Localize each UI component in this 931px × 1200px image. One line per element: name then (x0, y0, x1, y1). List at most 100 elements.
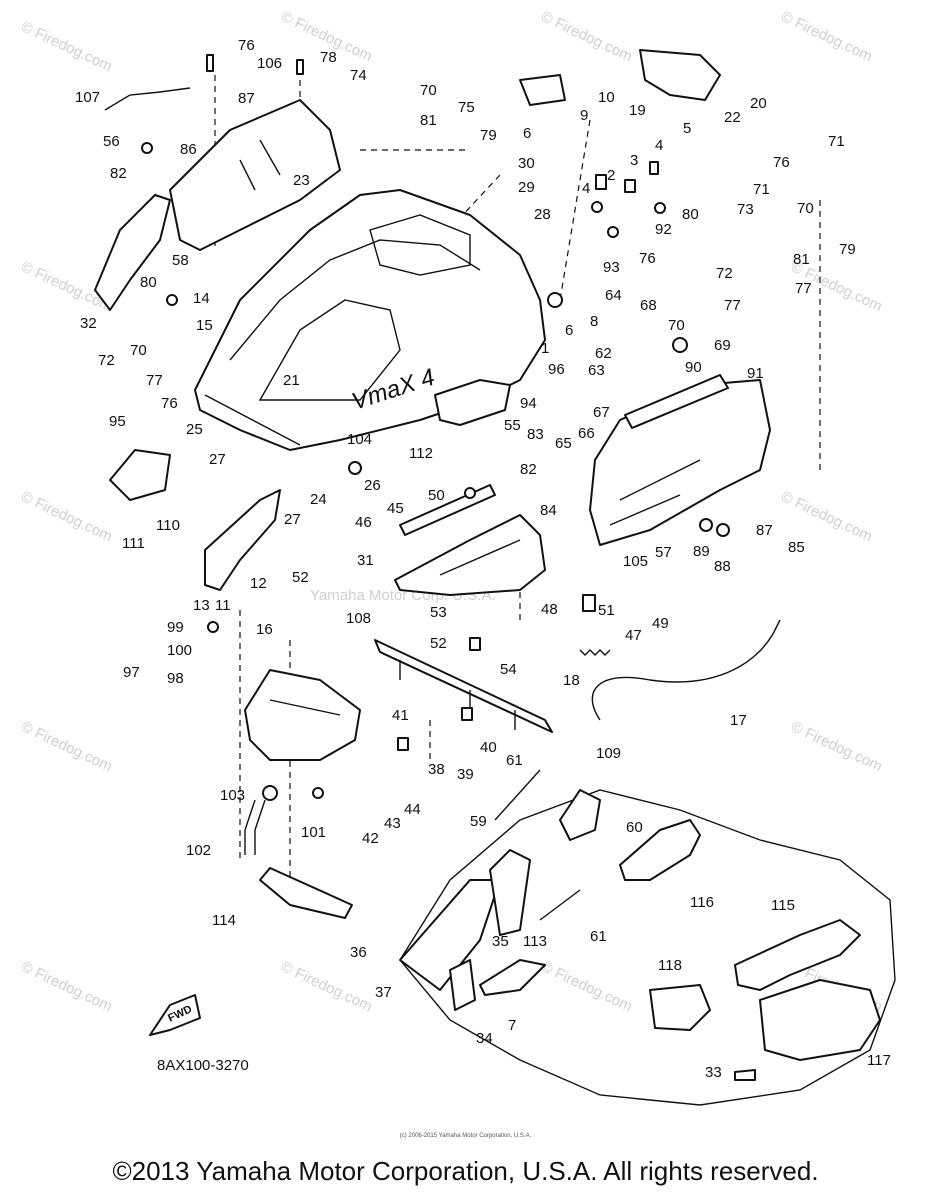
part-label-88: 88 (714, 558, 731, 575)
part-label-70: 70 (797, 200, 814, 217)
watermark: © Firedog.com (538, 958, 635, 1015)
part-label-94: 94 (520, 395, 537, 412)
part-label-55: 55 (504, 417, 521, 434)
part-label-112: 112 (409, 445, 433, 462)
part-label-62: 62 (595, 345, 612, 362)
part-label-71: 71 (753, 181, 770, 198)
part-label-70: 70 (668, 317, 685, 334)
part-label-14: 14 (193, 290, 210, 307)
part-label-17: 17 (730, 712, 747, 729)
part-label-23: 23 (293, 172, 310, 189)
part-label-80: 80 (682, 206, 699, 223)
part-label-113: 113 (523, 933, 547, 950)
part-label-53: 53 (430, 604, 447, 621)
strap (259, 867, 353, 919)
part-label-42: 42 (362, 830, 379, 847)
part-label-6: 6 (565, 322, 573, 339)
part-label-70: 70 (130, 342, 147, 359)
part-label-86: 86 (180, 141, 197, 158)
part-label-13: 13 (193, 597, 210, 614)
part-label-70: 70 (420, 82, 437, 99)
part-label-4: 4 (582, 180, 590, 197)
part-label-52: 52 (292, 569, 309, 586)
part-label-97: 97 (123, 664, 140, 681)
part-label-99: 99 (167, 619, 184, 636)
part-label-49: 49 (652, 615, 669, 632)
part-label-15: 15 (196, 317, 213, 334)
part-label-16: 16 (256, 621, 273, 638)
rod (399, 484, 496, 536)
part-label-58: 58 (172, 252, 189, 269)
frame-bar (374, 639, 553, 733)
part-label-28: 28 (534, 206, 551, 223)
part-label-51: 51 (598, 602, 615, 619)
part-label-31: 31 (357, 552, 374, 569)
part-label-25: 25 (186, 421, 203, 438)
part-label-43: 43 (384, 815, 401, 832)
part-label-105: 105 (623, 553, 648, 570)
part-label-76: 76 (773, 154, 790, 171)
part-label-79: 79 (480, 127, 497, 144)
part-label-81: 81 (793, 251, 810, 268)
part-label-75: 75 (458, 99, 475, 116)
part-label-65: 65 (555, 435, 572, 452)
part-label-92: 92 (655, 221, 672, 238)
part-label-102: 102 (186, 842, 211, 859)
watermark: © Firedog.com (788, 718, 885, 775)
part-label-61: 61 (506, 752, 523, 769)
fwd-arrow: FWD (149, 994, 201, 1036)
part-label-74: 74 (350, 67, 367, 84)
part-label-110: 110 (156, 517, 180, 534)
watermark: © Firedog.com (18, 18, 115, 75)
part-label-47: 47 (625, 627, 642, 644)
part-label-6: 6 (523, 125, 531, 142)
rail (624, 374, 729, 429)
part-label-67: 67 (593, 404, 610, 421)
part-label-4: 4 (655, 137, 663, 154)
part-label-33: 33 (705, 1064, 722, 1081)
part-label-80: 80 (140, 274, 157, 291)
part-label-109: 109 (596, 745, 621, 762)
part-label-7: 7 (508, 1017, 516, 1034)
part-label-77: 77 (795, 280, 812, 297)
part-label-61: 61 (590, 928, 607, 945)
undertray (244, 669, 361, 761)
part-label-106: 106 (257, 55, 282, 72)
part-label-22: 22 (724, 109, 741, 126)
inner-panel-left (169, 99, 341, 251)
fasteners (141, 54, 730, 801)
part-label-89: 89 (693, 543, 710, 560)
part-label-40: 40 (480, 739, 497, 756)
part-label-12: 12 (250, 575, 267, 592)
part-label-100: 100 (167, 642, 192, 659)
side-bracket-left (94, 194, 171, 311)
watermark: © Firedog.com (778, 8, 875, 65)
part-label-96: 96 (548, 361, 565, 378)
part-label-84: 84 (540, 502, 557, 519)
part-label-93: 93 (603, 259, 620, 276)
part-label-118: 118 (658, 957, 682, 974)
part-label-52: 52 (430, 635, 447, 652)
part-label-38: 38 (428, 761, 445, 778)
part-label-48: 48 (541, 601, 558, 618)
part-label-29: 29 (518, 179, 535, 196)
part-label-79: 79 (839, 241, 856, 258)
part-label-41: 41 (392, 707, 409, 724)
watermark: © Firedog.com (18, 958, 115, 1015)
part-label-95: 95 (109, 413, 126, 430)
part-label-83: 83 (527, 426, 544, 443)
part-label-59: 59 (470, 813, 487, 830)
top-right-brackets (519, 49, 721, 106)
part-label-111: 111 (122, 535, 145, 552)
spring (579, 649, 611, 656)
part-label-26: 26 (364, 477, 381, 494)
part-label-46: 46 (355, 514, 372, 531)
part-label-71: 71 (828, 133, 845, 150)
watermark: © Firedog.com (278, 958, 375, 1015)
part-label-116: 116 (690, 894, 714, 911)
part-label-30: 30 (518, 155, 535, 172)
part-label-76: 76 (238, 37, 255, 54)
part-label-115: 115 (771, 897, 795, 914)
part-label-81: 81 (420, 112, 437, 129)
